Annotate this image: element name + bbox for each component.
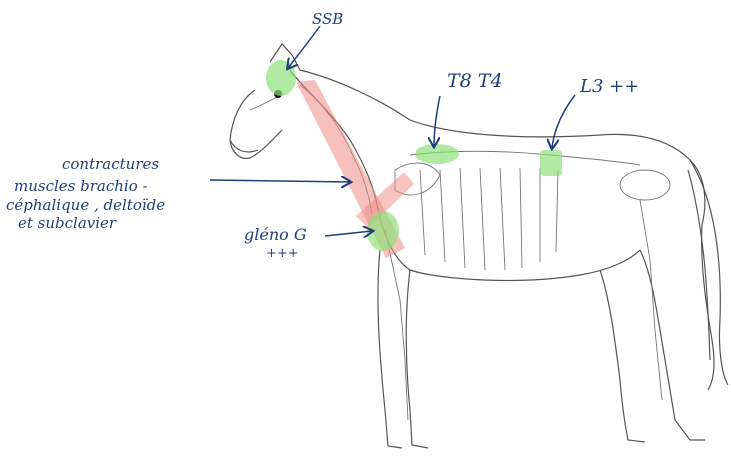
- zone-t8t4: [415, 144, 459, 164]
- zone-l3: [540, 150, 562, 176]
- arrow-gleno: [325, 231, 372, 236]
- arrow-ssb: [288, 26, 320, 68]
- label-t8t4: T8 T4: [447, 70, 503, 92]
- horse-skeleton: [250, 85, 670, 420]
- label-gleno: gléno G: [244, 225, 307, 244]
- label-gleno-severity: +++: [266, 246, 299, 261]
- arrow-t8t4: [434, 96, 440, 146]
- arrow-l3: [552, 95, 575, 148]
- label-contractures-4: et subclavier: [18, 214, 116, 232]
- arrow-contractures: [210, 180, 350, 182]
- label-l3: L3 ++: [580, 76, 639, 97]
- label-contractures-1: contractures: [62, 155, 159, 173]
- label-ssb: SSB: [312, 10, 343, 28]
- horse-outline: [230, 44, 728, 448]
- label-contractures-3: céphalique , deltoïde: [6, 196, 165, 214]
- label-contractures-2: muscles brachio -: [14, 177, 148, 195]
- zone-ssb: [266, 60, 296, 96]
